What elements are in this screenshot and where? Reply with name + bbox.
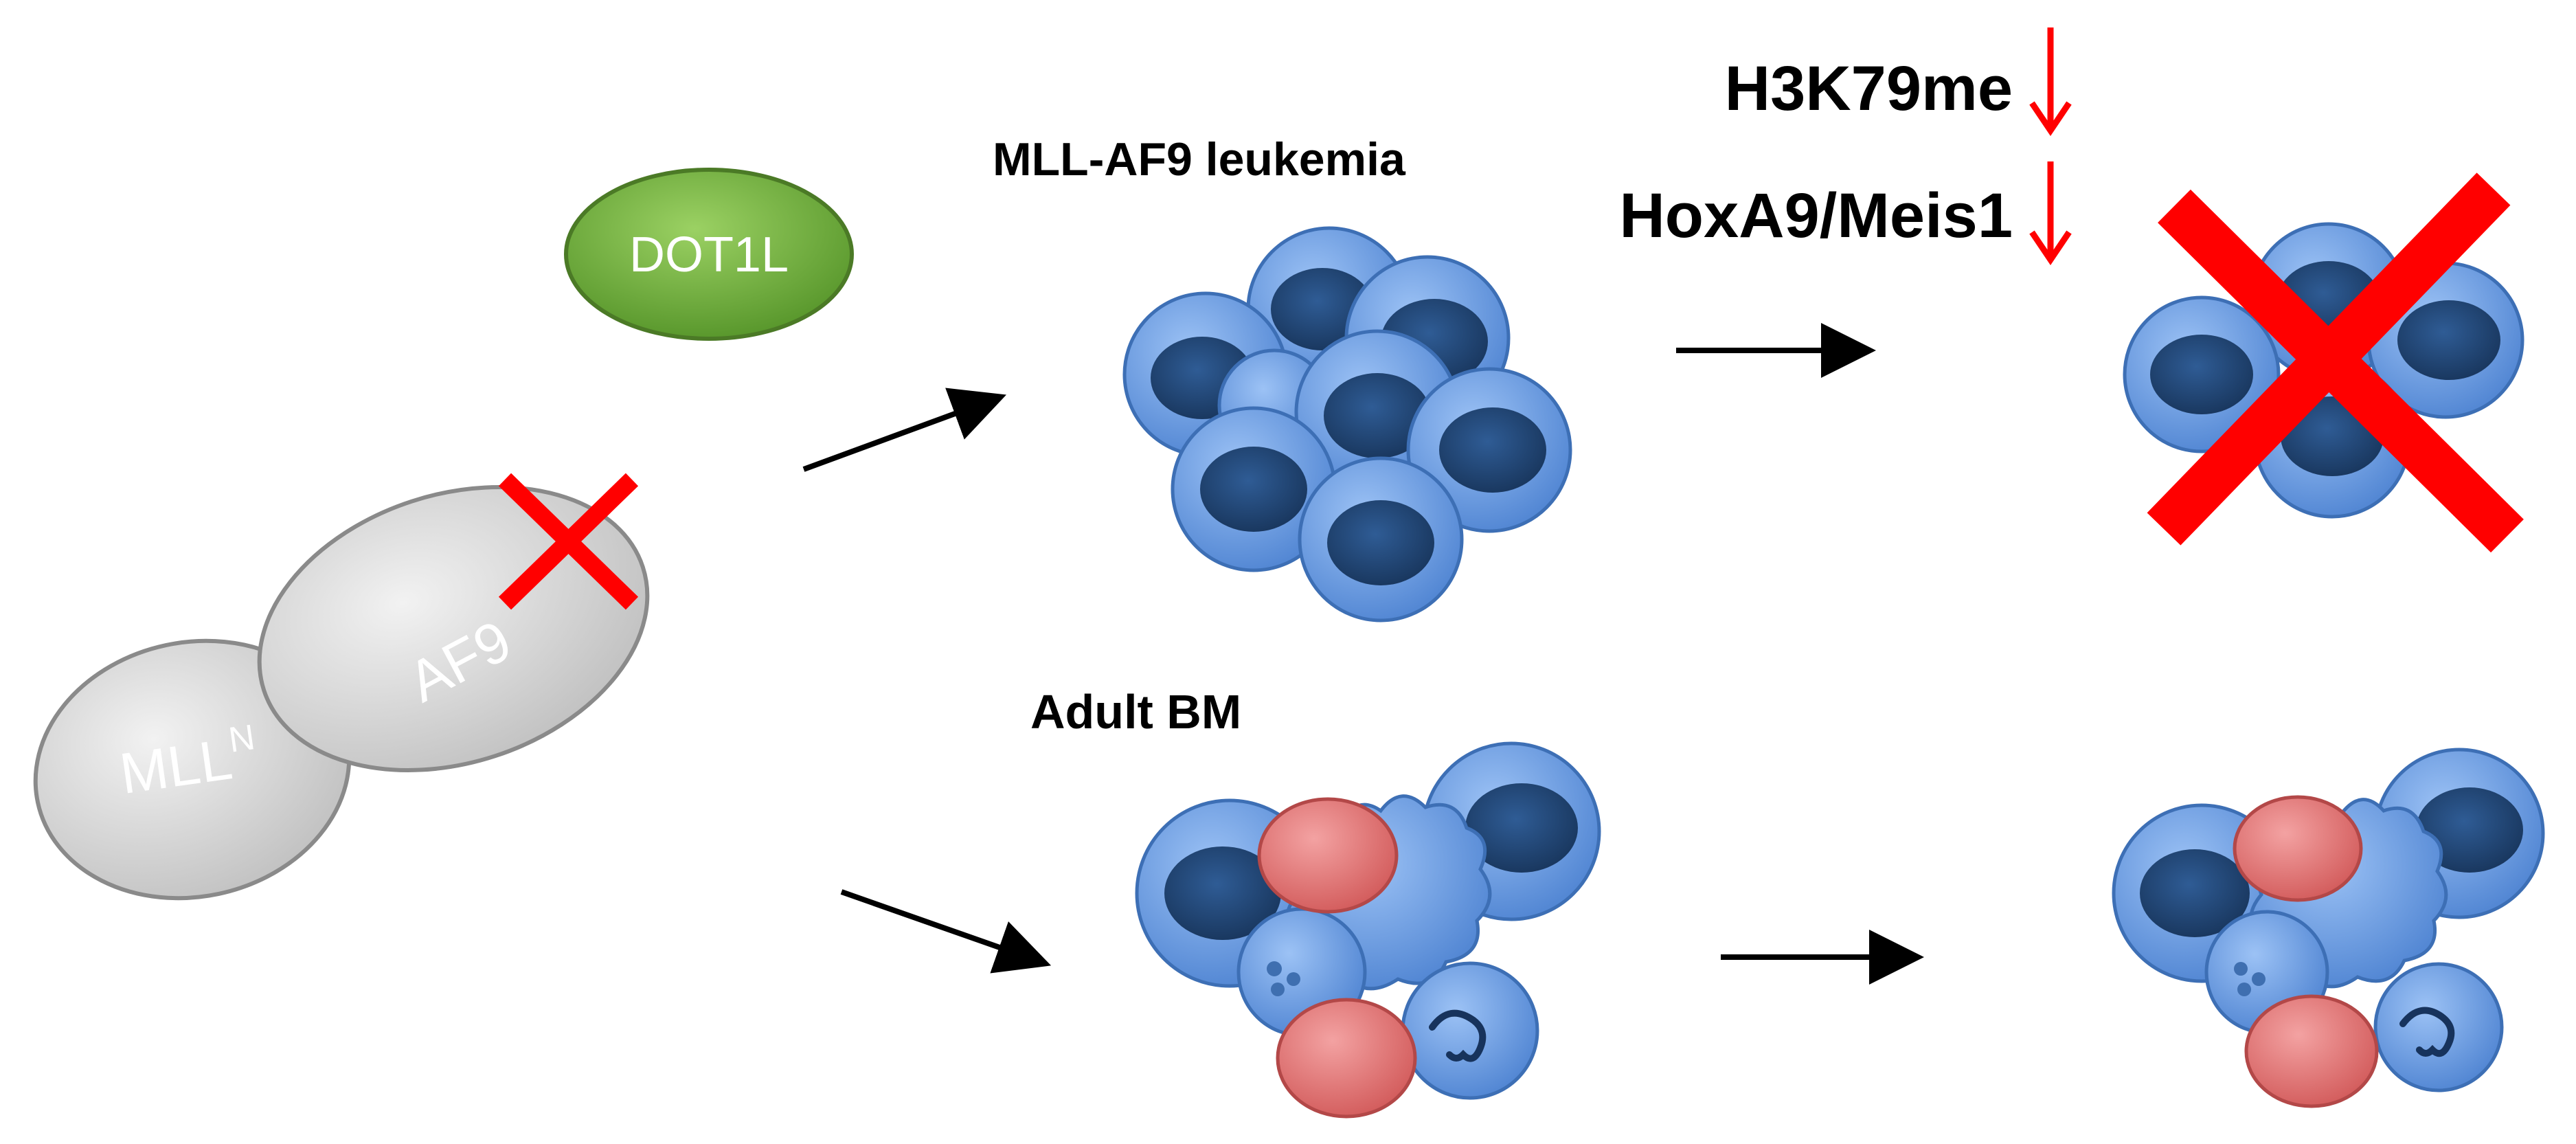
adult-bm-label: Adult BM (1030, 685, 1241, 739)
cell (1171, 406, 1337, 572)
cell-death-cross-icon (2147, 172, 2524, 553)
dot1l-protein: DOT1L (564, 168, 854, 341)
red-blood-cell (2244, 994, 2379, 1108)
cell (1298, 456, 1464, 623)
down-arrow-icon (2029, 161, 2072, 266)
arrow-to-adult-bm (840, 889, 1052, 974)
h3k79me-label: H3K79me (1725, 54, 2013, 124)
af9-deletion-cross-icon (498, 473, 639, 610)
down-arrow-icon (2029, 27, 2072, 137)
red-blood-cell (1276, 998, 1417, 1119)
cell (1406, 367, 1572, 533)
adult-bm-cell-cluster (1135, 741, 1601, 1119)
mll-label: MLLN (115, 717, 262, 806)
cell (2123, 295, 2281, 453)
cell (2373, 962, 2504, 1092)
leukemia-label: MLL-AF9 leukemia (993, 133, 1406, 186)
dot1l-label: DOT1L (629, 227, 789, 282)
leukemia-cell-cluster (1122, 226, 1572, 623)
treated-adult-bm-cell-cluster (2112, 748, 2545, 1108)
hoxa9-meis1-label: HoxA9/Meis1 (1619, 181, 2013, 251)
arrow-to-leukemia (802, 388, 1007, 472)
red-blood-cell (2233, 795, 2363, 902)
cell (1401, 961, 1539, 1100)
red-blood-cell (1257, 797, 1399, 914)
